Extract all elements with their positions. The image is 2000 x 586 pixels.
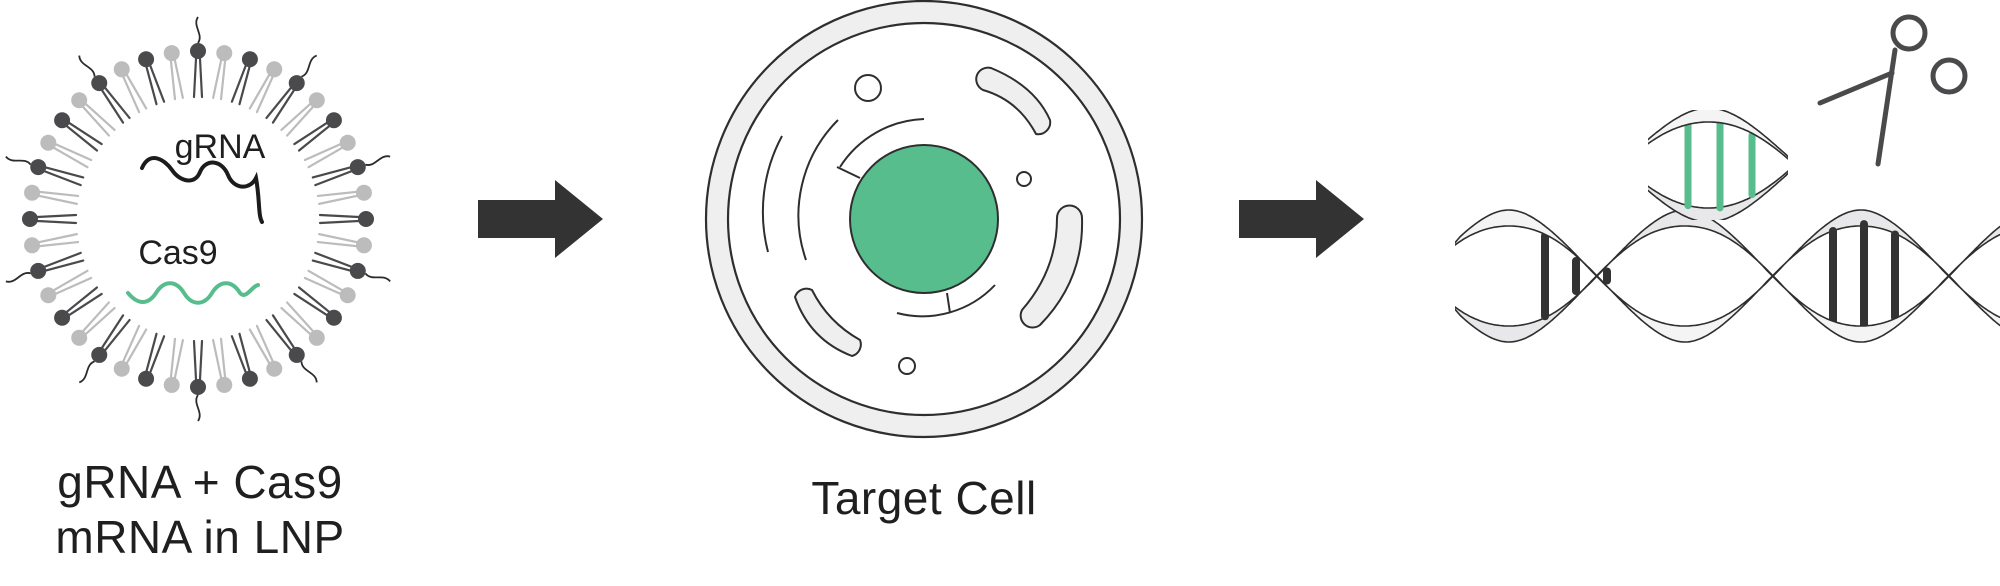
lnp-caption-line2: mRNA in LNP [55,511,345,563]
lipid-head [71,329,88,346]
vesicle [854,74,882,102]
peg-chain [300,361,318,383]
lipid-head [113,61,130,78]
scissors-handle [1890,14,1928,52]
lnp-caption-line1: gRNA + Cas9 [57,456,343,508]
lipid-head [138,51,155,68]
cas9-label: Cas9 [138,234,217,272]
lipid-head [163,45,180,62]
peg-chain [301,54,318,78]
dna-helix-icon [1455,209,2000,343]
lipid-bilayer [5,16,391,422]
arrow-right-icon [1239,180,1364,258]
lipid-head [190,43,206,59]
lipid-head [54,112,71,129]
dna-backbone-ribbon [1648,110,1788,160]
lipid-head [40,287,57,304]
lipid-head [190,379,206,395]
scissors-blade [1817,70,1895,106]
lipid-head [339,134,356,151]
dna-backbone-ribbon [1589,269,1780,343]
lipid-head [24,184,41,201]
lipid-head [355,237,372,254]
lipid-head [91,346,108,363]
lipid-head [349,262,366,279]
fragment-base-pairs [1684,118,1756,212]
lipid-head [288,75,305,92]
peg-chain [365,155,391,166]
scissors-icon [1817,14,1968,167]
dna-backbone-ribbon [1941,269,2000,327]
nuclear-envelope-arc [836,166,861,179]
lipid-head [138,370,155,387]
dna-backbone-front [1455,209,2000,343]
peg-chain [78,55,96,77]
er-membrane [761,135,783,253]
grna-strand [140,156,264,224]
lipid-head [308,329,325,346]
lipid-nanoparticle-icon: gRNA Cas9 [5,16,391,422]
nucleus [849,144,999,294]
dna-backbone-ribbon [1455,271,1602,343]
lnp-caption: gRNA + Cas9 mRNA in LNP [0,455,400,565]
dna-backbone-ribbon [1765,269,1956,343]
vesicle [898,357,916,375]
lipid-head [24,237,41,254]
mitochondrion [793,287,862,358]
lipid-head [241,51,258,68]
peg-chain [5,155,32,166]
lipid-head [308,92,325,109]
lipid-head [216,45,233,62]
dna-fragment [1648,110,1788,220]
lipid-head [91,75,108,92]
lipid-head [113,360,130,377]
peg-chain [5,272,31,283]
nuclear-envelope-arc [839,118,925,168]
lipid-head [22,211,38,227]
mitochondrion [975,66,1052,136]
lipid-head [163,376,180,393]
lipid-head [325,309,342,326]
mitochondrion [1019,204,1084,329]
lipid-head [266,61,283,78]
lipid-head [40,134,57,151]
nuclear-envelope-arc [946,292,951,314]
lipid-head [349,159,366,176]
lipid-head [266,360,283,377]
lipid-head [71,92,88,109]
lipid-head [30,262,47,279]
lipid-head [30,159,47,176]
vesicle [1016,171,1032,187]
lipid-head [54,309,71,326]
fragment-backbone-front [1648,110,1788,160]
lipid-head [355,184,372,201]
lipid-head [339,287,356,304]
cell-icon [704,0,1144,439]
dna-base-pairs [1541,220,1899,332]
dna-backbone-ribbon [1941,225,2000,283]
peg-chain [195,394,201,422]
grna-label: gRNA [175,128,266,166]
scissors-blade [1875,47,1898,167]
arrow-right-icon [478,180,603,258]
cell-caption: Target Cell [811,472,1037,524]
lipid-head [241,370,258,387]
cas9-strand [126,281,260,305]
lipid-head [288,346,305,363]
peg-chain [364,272,391,283]
er-membrane [797,119,839,261]
lipid-head [216,376,233,393]
lipid-head [325,112,342,129]
scissors-handle [1930,57,1968,95]
peg-chain [78,360,95,384]
dna-backbone-ribbon [1589,209,1780,283]
lipid-head [358,211,374,227]
peg-chain [195,16,201,44]
